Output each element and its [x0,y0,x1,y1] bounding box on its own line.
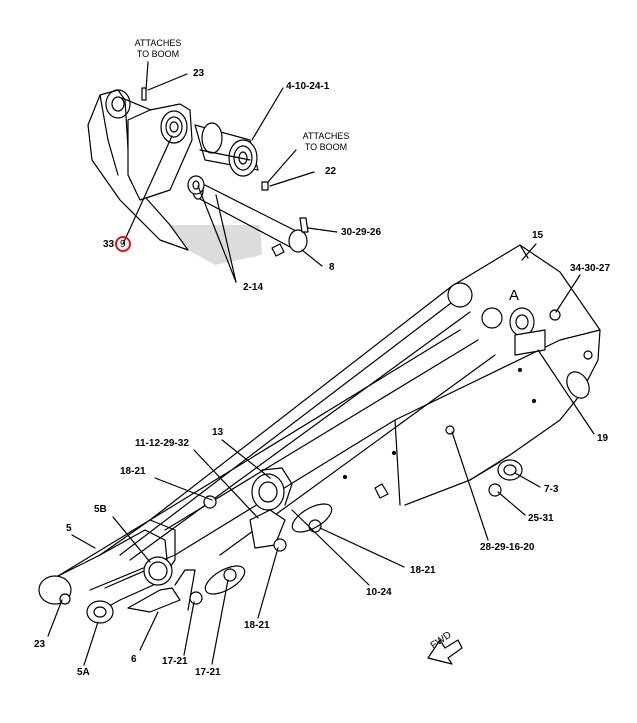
callout-7-3: 7-3 [544,484,559,495]
note-attaches-to-boom-right: ATTACHES TO BOOM [302,131,350,152]
callout-15: 15 [532,230,544,241]
note-attaches-to-boom-top: ATTACHES TO BOOM [134,38,182,59]
callout-33: 33 [103,239,115,250]
callout-5b: 5B [94,504,107,515]
callout-23-top: 23 [193,68,205,79]
callout-11-12-29-32: 11-12-29-32 [135,438,189,449]
fwd-arrow [427,639,463,665]
detail-letter-a: A [509,287,520,304]
callout-18-21-a: 18-21 [120,466,146,477]
callout-9: 9 [120,239,126,250]
callout-5: 5 [66,523,72,534]
callout-13: 13 [212,427,224,438]
detail-view [87,61,338,283]
callout-10-24: 10-24 [366,587,392,598]
main-boom [38,243,601,666]
callout-25-31: 25-31 [528,513,554,524]
callout-30-29-26: 30-29-26 [341,227,382,238]
callout-18-21-c: 18-21 [244,620,270,631]
callout-17-21-a: 17-21 [162,656,188,667]
callout-5a: 5A [77,667,90,678]
callout-2-14: 2-14 [243,282,264,293]
callout-18-21-b: 18-21 [410,565,436,576]
callout-28-29-16-20: 28-29-16-20 [480,542,535,553]
callout-4-10-24-1: 4-10-24-1 [286,81,330,92]
callout-22: 22 [325,166,337,177]
highlight-circle [115,236,131,252]
callout-6: 6 [131,654,137,665]
callout-23-bottom: 23 [34,639,46,650]
callout-17-21-b: 17-21 [195,667,221,678]
callout-19: 19 [597,433,609,444]
callout-8: 8 [329,262,335,273]
callout-34-30-27: 34-30-27 [570,263,611,274]
